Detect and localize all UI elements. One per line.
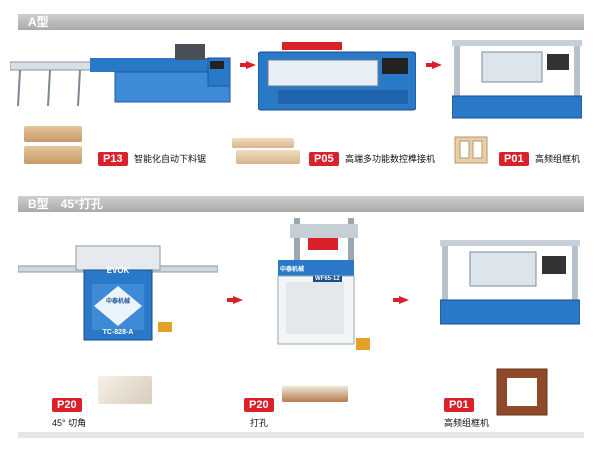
- section-a-header: A型: [18, 14, 584, 30]
- wood-frame-sample-image: [454, 136, 488, 164]
- arrow-right-icon: [227, 296, 243, 304]
- tenon-piece-image: [232, 138, 294, 148]
- product-label-b1: 45° 切角: [52, 418, 87, 428]
- wood-strip-image: [24, 126, 82, 142]
- cnc-tenon-machine-image: [258, 42, 416, 111]
- machine-brand-wf: 中泰机械: [280, 267, 305, 273]
- machine-emblem-evok: 中泰机械: [105, 299, 130, 305]
- auto-cutting-saw-image: [10, 44, 231, 107]
- section-b-title: B型: [28, 197, 49, 211]
- product-label-a1: 智能化自动下料锯: [134, 154, 207, 164]
- machine-brand-evok: EVOK: [106, 266, 130, 275]
- product-code-a3: P01: [499, 152, 529, 166]
- arrow-right-icon: [240, 61, 256, 69]
- corner-cutting-machine-image: [18, 245, 218, 341]
- product-label-a2: 高端多功能数控榫接机: [345, 154, 436, 164]
- arrow-right-icon: [393, 296, 409, 304]
- hf-frame-assembler-image: [452, 40, 582, 119]
- product-code-b3: P01: [444, 398, 474, 412]
- bottom-divider: [18, 432, 584, 438]
- machine-model-evok: TC-828-A: [102, 329, 134, 336]
- product-code-a2: P05: [309, 152, 339, 166]
- finished-frame-image: [496, 368, 548, 416]
- section-b-subtitle: 45°打孔: [60, 197, 103, 211]
- drilling-machine-image: [277, 218, 370, 350]
- product-label-b2: 打孔: [250, 418, 269, 428]
- chamfered-strip-image: [98, 376, 152, 404]
- section-a-title: A型: [28, 15, 49, 29]
- section-b-header: B型 45°打孔: [18, 196, 584, 212]
- drilled-strip-image: [282, 386, 348, 402]
- machine-model-wf: WF65-12: [313, 276, 342, 282]
- product-code-a1: P13: [98, 152, 128, 166]
- product-label-a3: 高频组框机: [535, 154, 581, 164]
- tenon-piece-image: [236, 150, 300, 164]
- product-code-b2: P20: [244, 398, 274, 412]
- product-code-b1: P20: [52, 398, 82, 412]
- arrow-right-icon: [426, 61, 442, 69]
- hf-frame-assembler-image: [440, 240, 580, 325]
- product-label-b3: 高频组框机: [444, 418, 490, 428]
- wood-strip-image: [24, 146, 82, 164]
